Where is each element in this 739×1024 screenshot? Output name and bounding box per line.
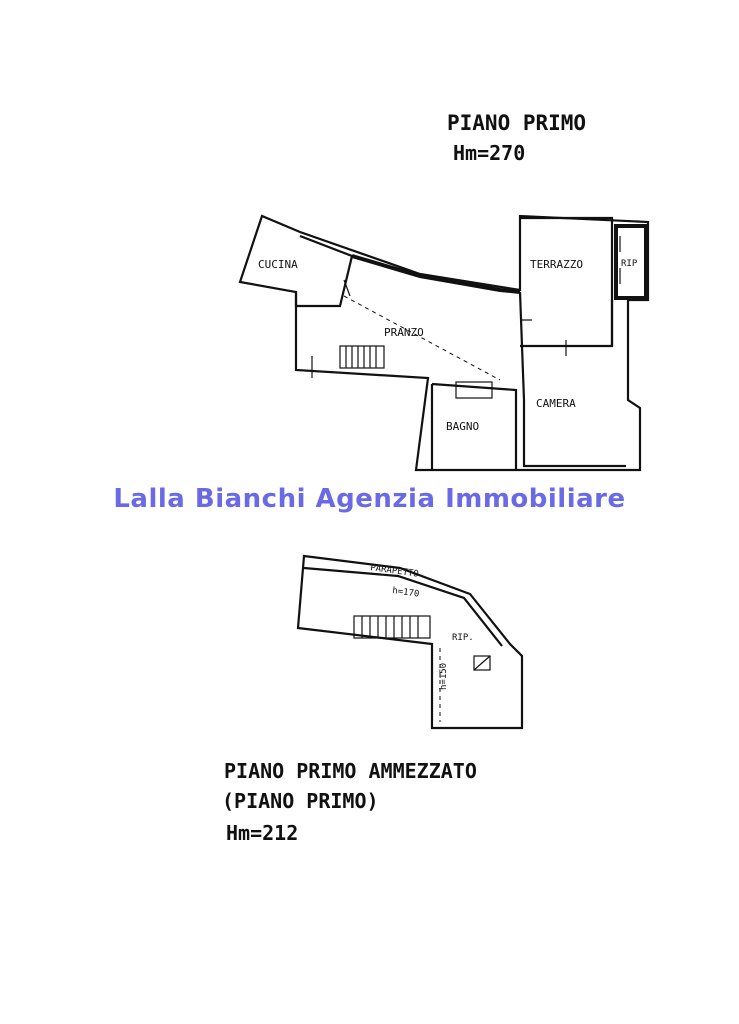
stairs-first-floor <box>339 345 385 369</box>
first-floor-outer-wall <box>238 214 650 472</box>
mezzanine-plan: PARAPETTO h=170 RIP. h=150 PIANO PRIMO A… <box>222 554 524 845</box>
kitchen-wall <box>294 234 354 308</box>
storage-closet <box>614 224 648 300</box>
mezzanine-outer-wall <box>296 554 524 730</box>
terrace-wall <box>520 216 614 346</box>
stairs-mezzanine <box>353 615 431 639</box>
dining-dashed-line <box>343 295 501 381</box>
bedroom-wall <box>522 400 626 468</box>
bathroom-fixture <box>455 381 493 399</box>
room-bathroom-label: BAGNO <box>446 420 479 433</box>
mezzanine-storage-label: RIP. <box>452 633 474 643</box>
agency-watermark: Lalla Bianchi Agenzia Immobiliare <box>113 484 626 514</box>
first-floor-plan: PIANO PRIMO Hm=270 CUCINA PRANZO TERRAZZ… <box>238 111 650 472</box>
room-dining-label: PRANZO <box>384 326 424 339</box>
mezzanine-title: PIANO PRIMO AMMEZZATO <box>224 759 477 783</box>
parapet-height-label: h=170 <box>392 586 420 600</box>
bathroom-wall <box>430 382 518 470</box>
mezzanine-inner-wall <box>303 566 503 647</box>
mezzanine-side-height-label: h=150 <box>439 663 449 690</box>
dining-north-wall <box>351 254 521 294</box>
room-bedroom-label: CAMERA <box>536 397 576 410</box>
room-terrace-label: TERRAZZO <box>530 258 583 271</box>
first-floor-height: Hm=270 <box>453 141 525 165</box>
mezzanine-subtitle: (PIANO PRIMO) <box>222 789 379 813</box>
opening-marks <box>311 236 621 378</box>
parapet-label: PARAPETTO <box>370 563 420 580</box>
mezzanine-height: Hm=212 <box>226 821 298 845</box>
room-kitchen-label: CUCINA <box>258 258 298 271</box>
mezzanine-fixture <box>473 655 491 671</box>
room-storage-label: RIP <box>621 259 638 269</box>
first-floor-title: PIANO PRIMO <box>447 111 586 135</box>
